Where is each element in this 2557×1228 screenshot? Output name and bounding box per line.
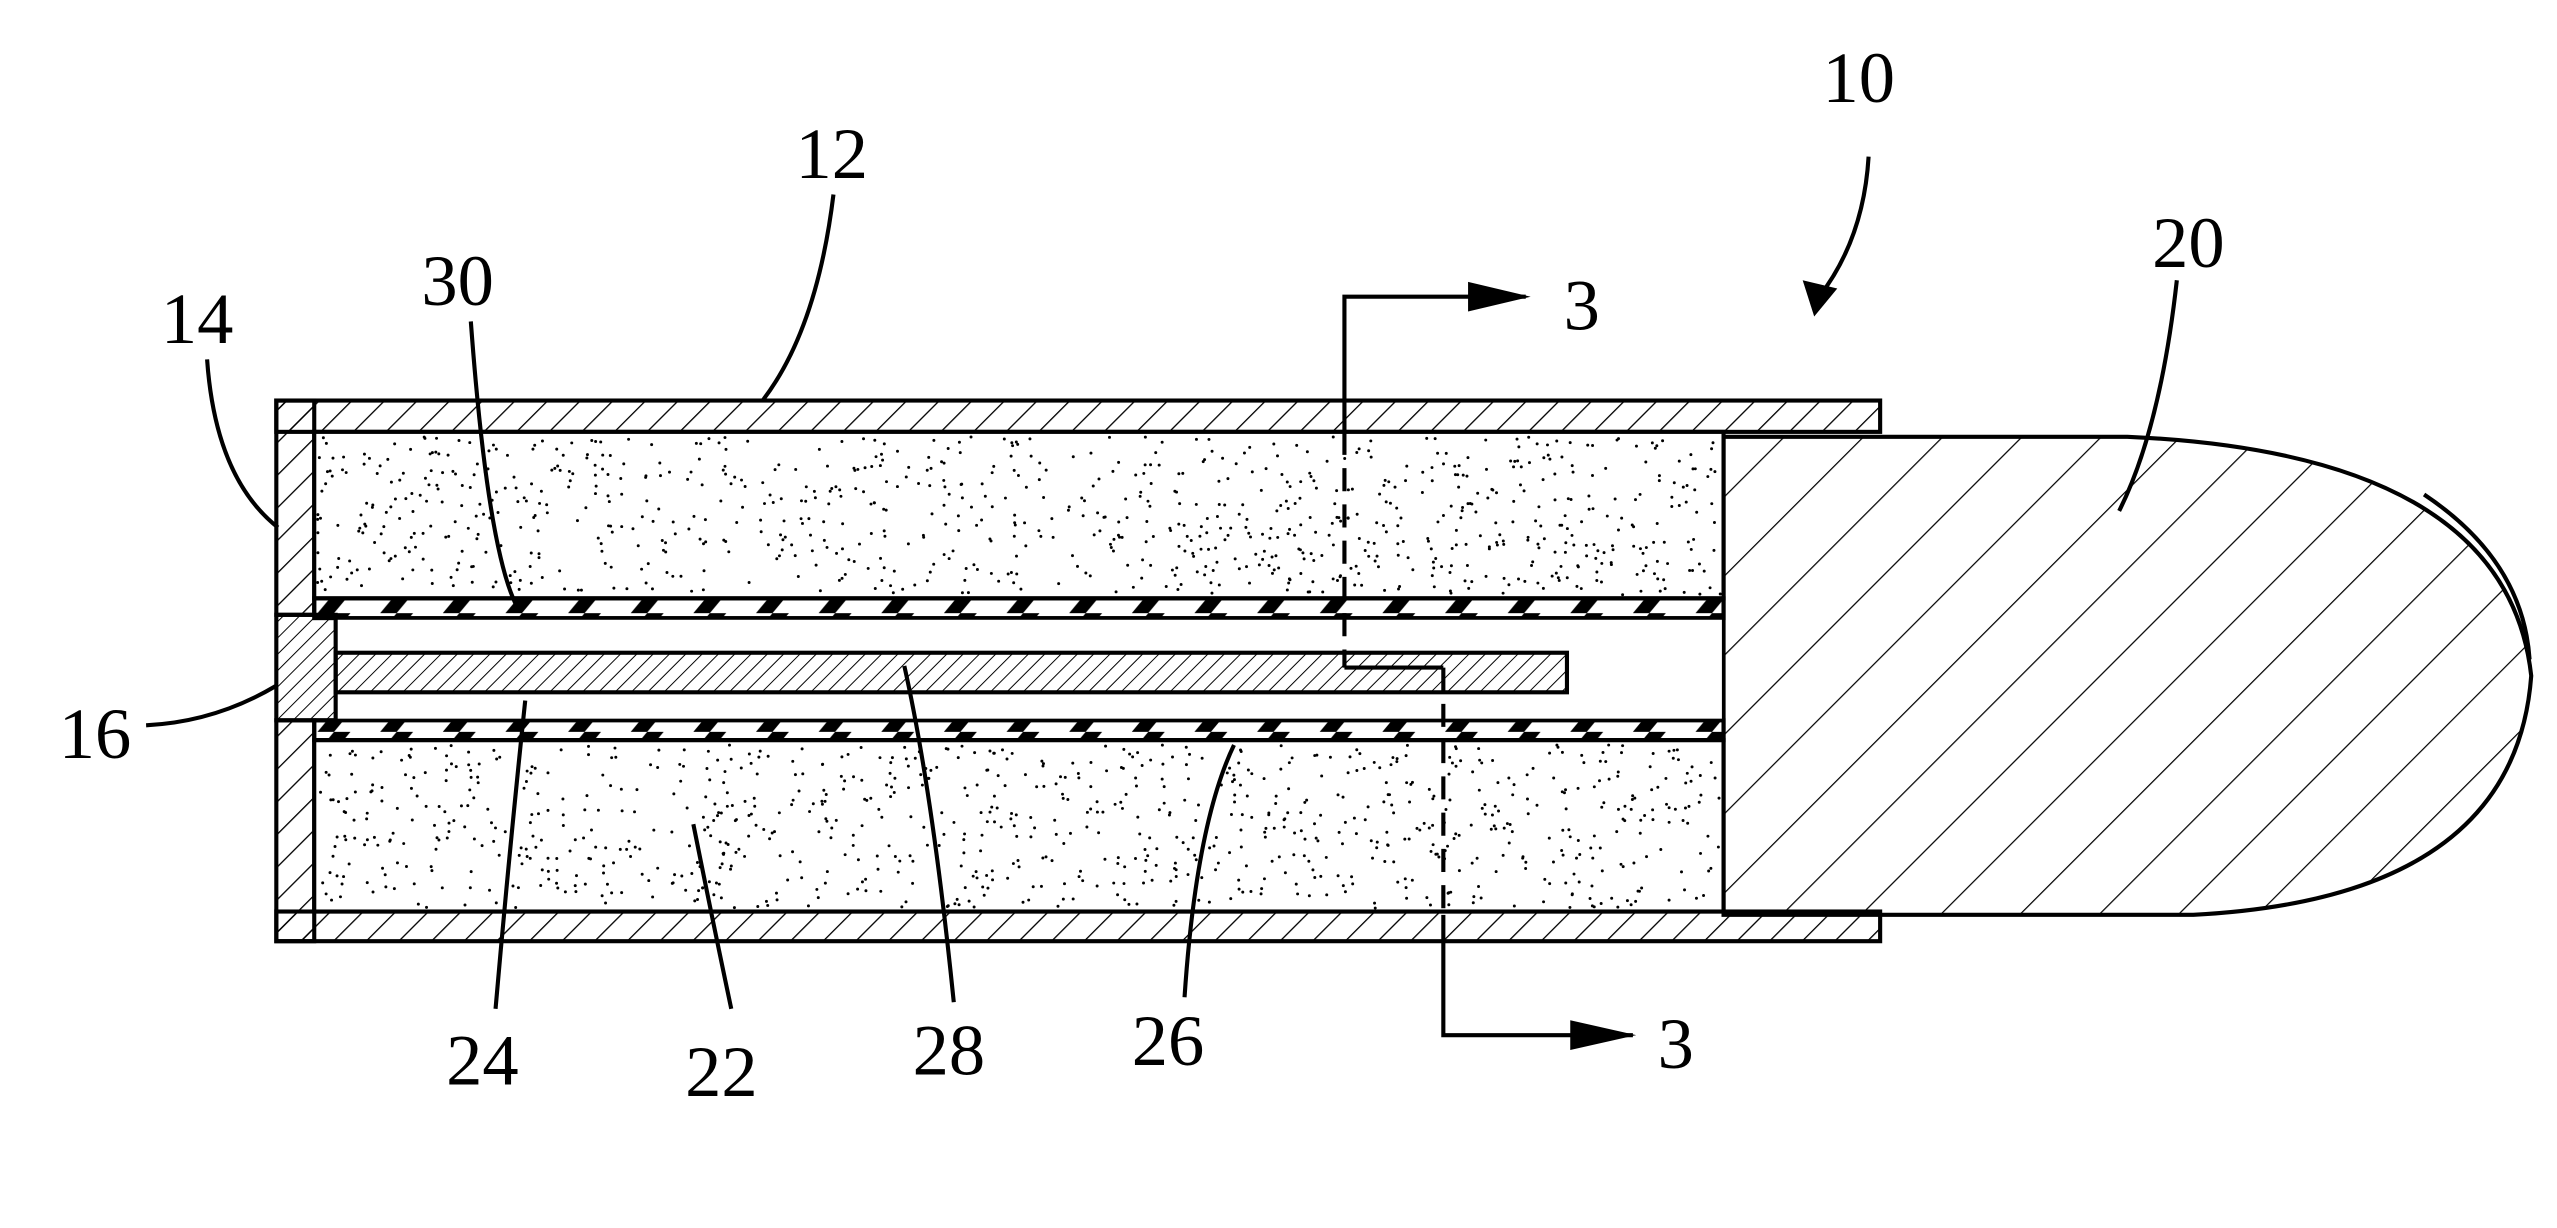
label-28: 28 — [913, 1010, 986, 1091]
label-12: 12 — [796, 113, 869, 194]
label-16: 16 — [59, 693, 132, 774]
label-section-bottom: 3 — [1658, 1003, 1694, 1084]
plug — [274, 612, 338, 723]
label-24: 24 — [446, 1020, 519, 1101]
absorbent-upper — [312, 429, 1726, 601]
label-section-top: 3 — [1564, 265, 1600, 346]
stipple-dots — [316, 435, 1722, 910]
label-14: 14 — [161, 278, 234, 359]
rod — [333, 650, 1570, 695]
label-26: 26 — [1132, 1000, 1205, 1081]
upper-layer — [312, 596, 1726, 621]
tip-outline-extra — [2422, 492, 2532, 660]
label-10: 10 — [1822, 37, 1895, 118]
label-20: 20 — [2152, 202, 2225, 283]
label-22: 22 — [685, 1031, 758, 1112]
section-line — [1342, 281, 1637, 1050]
absorbent-lower — [312, 738, 1726, 914]
leader-lines — [146, 156, 2179, 1010]
label-30: 30 — [421, 240, 494, 321]
lower-layer — [312, 718, 1726, 743]
tip-body — [1721, 434, 2534, 917]
